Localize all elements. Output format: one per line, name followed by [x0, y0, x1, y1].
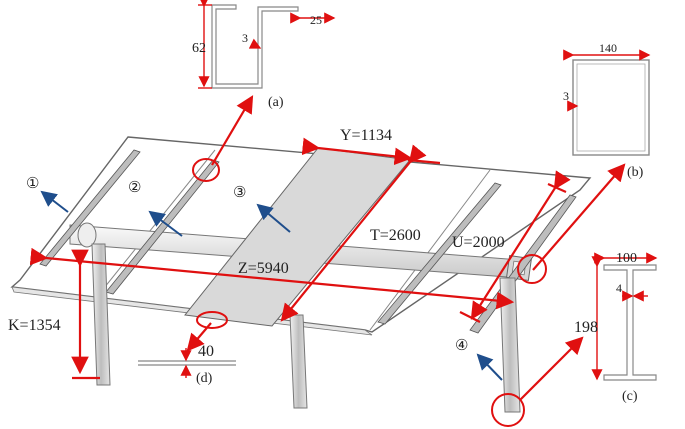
callout-4: ④ [455, 338, 468, 354]
dim-y-label: Y=1134 [340, 127, 392, 144]
profile-c-height: 198 [574, 319, 598, 336]
callout-arrows [40, 190, 503, 381]
highlight-circles [192, 158, 547, 427]
profile-d-thickness: 40 [198, 343, 214, 360]
dimension-lines [29, 95, 626, 401]
dim-u-label: U=2000 [452, 234, 505, 251]
profile-d-caption: (d) [196, 371, 213, 386]
profile-b-width: 140 [599, 41, 617, 55]
profile-d: 40 (d) [138, 343, 236, 386]
callout-1: ① [26, 176, 39, 192]
profile-a-caption: (a) [268, 95, 284, 110]
callout-labels: ① ② ③ ④ [26, 176, 468, 354]
profile-b-thickness: 3 [563, 89, 569, 103]
profile-a-height: 62 [192, 41, 206, 56]
profile-a-thickness: 3 [242, 31, 248, 45]
dim-z-label: Z=5940 [238, 260, 289, 277]
profile-c-flange-width: 100 [616, 251, 637, 266]
profile-c-caption: (c) [622, 389, 638, 404]
profile-c: 100 4 198 (c) [574, 251, 658, 404]
dim-t-label: T=2600 [370, 227, 421, 244]
profile-a-flange: 25 [310, 13, 322, 27]
callout-3: ③ [233, 185, 246, 201]
callout-2: ② [128, 180, 141, 196]
profile-a: 62 3 25 (a) [192, 0, 336, 110]
profile-c-web-thickness: 4 [616, 281, 622, 295]
profile-b: 140 3 (b) [563, 41, 651, 180]
dim-k-label: K=1354 [8, 317, 61, 334]
profile-b-caption: (b) [627, 165, 644, 180]
